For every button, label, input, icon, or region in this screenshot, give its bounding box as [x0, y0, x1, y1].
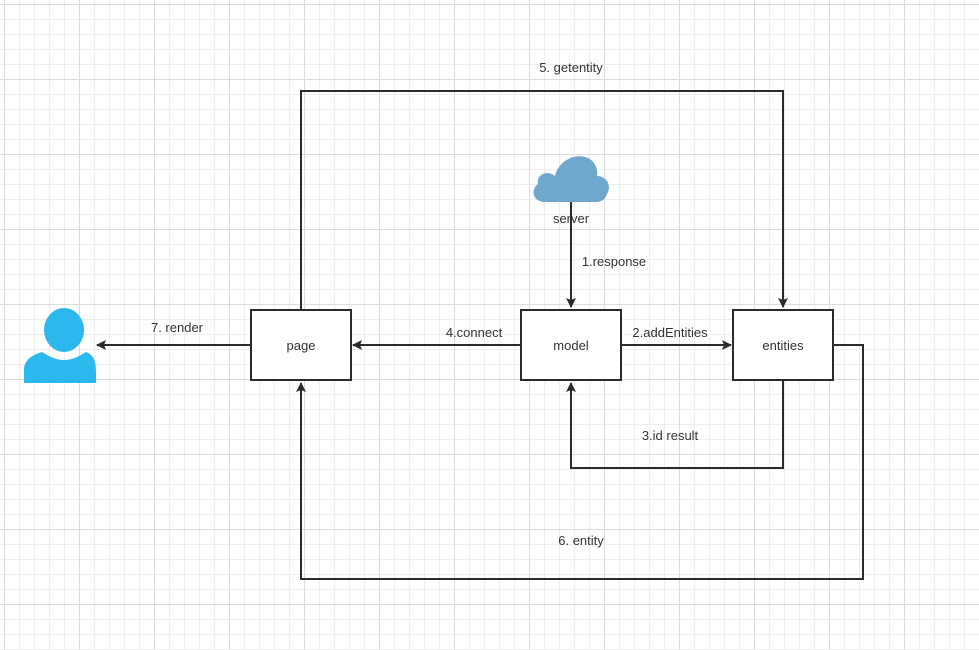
node-page[interactable]: page [250, 309, 352, 381]
edge-label-getentity: 5. getentity [539, 60, 603, 75]
edge-label-id-result: 3.id result [641, 428, 699, 443]
user-icon[interactable] [24, 308, 96, 383]
edge-getentity[interactable] [300, 90, 788, 310]
cloud-icon[interactable] [533, 156, 609, 202]
node-entities-label: entities [762, 337, 804, 353]
edge-label-connect: 4.connect [445, 325, 503, 340]
edge-label-entity: 6. entity [558, 533, 604, 548]
edge-label-response: 1.response [581, 254, 647, 269]
server-label: server [552, 211, 590, 226]
node-model[interactable]: model [520, 309, 622, 381]
node-entities[interactable]: entities [732, 309, 834, 381]
edge-entity[interactable] [296, 344, 864, 580]
edge-id-result[interactable] [566, 380, 784, 469]
node-page-label: page [286, 337, 316, 353]
edge-label-add-entities: 2.addEntities [632, 325, 708, 340]
edge-label-render: 7. render [150, 320, 204, 335]
node-model-label: model [553, 337, 589, 353]
